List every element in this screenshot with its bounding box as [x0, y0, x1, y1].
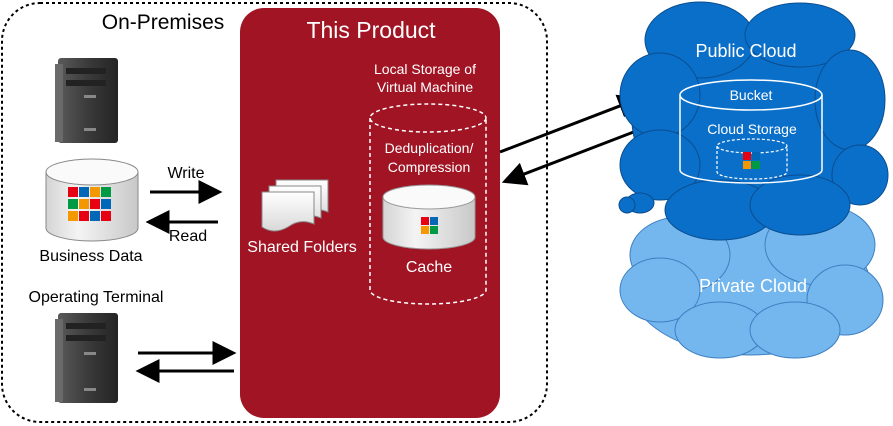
business-data-label: Business Data	[39, 248, 142, 265]
write-label: Write	[167, 165, 204, 182]
public-cloud-shape	[618, 1, 889, 241]
read-label: Read	[169, 228, 207, 245]
cloud-to-product-arrow	[501, 126, 645, 186]
dedup-label-line2: Compression	[388, 159, 470, 175]
shared-folders-icon	[261, 179, 329, 232]
operating-terminal-label: Operating Terminal	[29, 289, 164, 306]
local-storage-label-line2: Virtual Machine	[377, 79, 473, 95]
cloud-storage-label: Cloud Storage	[707, 121, 797, 137]
product-title: This Product	[306, 17, 436, 43]
on-premises-title: On-Premises	[102, 11, 225, 34]
public-cloud-label: Public Cloud	[695, 41, 796, 61]
dedup-label-line1: Deduplication/	[385, 140, 474, 156]
cloud-storage-cylinder	[716, 138, 788, 180]
server-icon	[55, 58, 118, 143]
business-data-database-icon	[45, 158, 139, 242]
product-to-cloud-arrow	[499, 94, 643, 154]
shared-folders-label: Shared Folders	[247, 239, 356, 256]
cache-label: Cache	[406, 259, 452, 276]
terminal-icon	[55, 313, 118, 403]
bucket-container	[679, 79, 823, 184]
private-cloud-label: Private Cloud	[699, 276, 807, 296]
bucket-label: Bucket	[730, 87, 773, 103]
private-cloud-shape	[619, 204, 884, 359]
local-storage-cylinder	[369, 103, 487, 305]
local-storage-label-line1: Local Storage of	[374, 61, 476, 77]
cache-database-icon	[382, 184, 476, 250]
